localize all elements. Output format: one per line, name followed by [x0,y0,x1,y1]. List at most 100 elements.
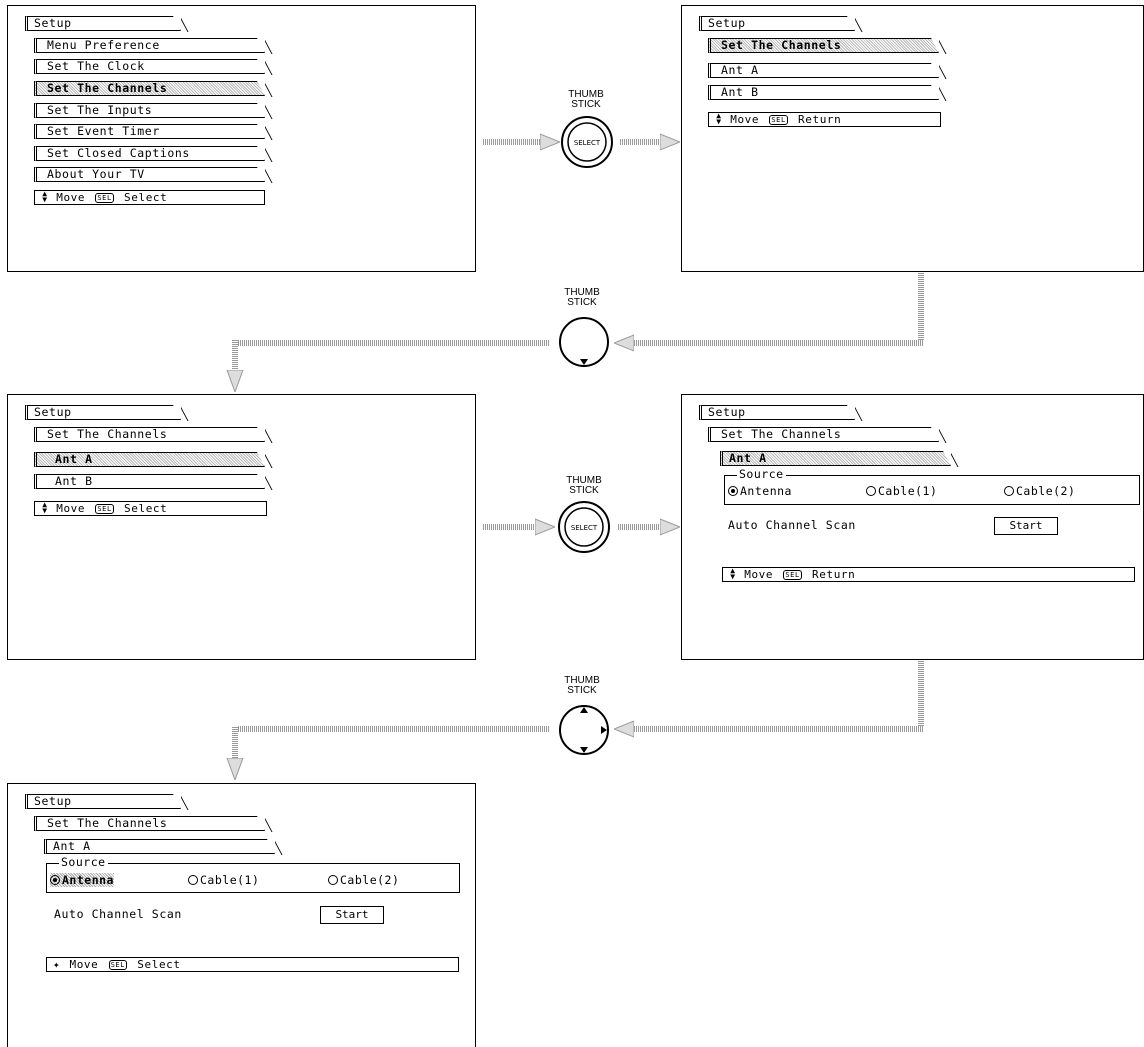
arrowhead-down-icon [226,758,244,780]
thumbstick-line2: STICK [569,485,599,496]
auto-channel-scan-label: Auto Channel Scan [728,518,856,532]
thumbstick-label: THUMB STICK [554,476,614,496]
menu-item-ant-b[interactable]: Ant B [708,85,939,100]
arrow-down-line-icon [232,726,238,764]
status-action: Return [812,568,856,581]
menu-item-set-the-inputs[interactable]: Set The Inputs [34,103,265,118]
source-label: Source [737,467,786,481]
menu-item-ant-b[interactable]: Ant B [34,474,265,489]
updown-icon: ▲▼ [42,189,48,204]
radio-label: Cable(2) [340,873,400,887]
menu-item-ant-a[interactable]: Ant A [708,63,939,78]
auto-channel-scan-label: Auto Channel Scan [54,907,182,921]
thumbstick-select-icon[interactable]: SELECT [560,115,614,169]
select-text: SELECT [574,139,601,147]
status-move: Move [69,958,99,971]
menu-item-ant-a[interactable]: Ant A [720,451,951,466]
screen-set-the-channels-ant: Setup Set The Channels Ant A Ant B ▲▼ Mo… [7,394,476,660]
arrowhead-left-icon [614,334,634,352]
menu-item-about-your-tv[interactable]: About Your TV [34,167,265,182]
thumbstick-label: THUMB STICK [552,676,612,696]
menu-item-set-the-channels[interactable]: Set The Channels [708,427,939,442]
menu-item-menu-preference[interactable]: Menu Preference [34,38,265,53]
menu-item-set-closed-captions[interactable]: Set Closed Captions [34,146,265,161]
radio-label: Antenna [62,873,114,887]
menu-item-set-event-timer[interactable]: Set Event Timer [34,124,265,139]
sel-key-icon: SEL [769,115,788,125]
status-action: Select [124,191,168,204]
radio-cable2[interactable]: Cable(2) [328,874,399,887]
radio-label: Antenna [740,484,792,498]
status-move: Move [730,113,760,126]
radio-antenna-highlight: Antenna [50,873,114,887]
thumbstick-label: THUMB STICK [552,288,612,308]
sel-key-icon: SEL [95,193,114,203]
arrow-left-line-icon [232,340,550,346]
arrow-down-line-icon [918,660,924,730]
radio-off-icon [328,875,338,885]
sel-key-icon: SEL [783,570,802,580]
arrow-left-line-icon [632,726,924,732]
sel-key-icon: SEL [108,960,128,970]
thumbstick-line2: STICK [567,685,597,696]
arrow-right-icon [483,139,551,145]
status-bar: ✦ Move SEL Select [46,957,459,972]
thumbstick-down-icon[interactable] [557,314,611,370]
thumbstick-line1: THUMB [568,89,604,100]
setup-title: Setup [699,405,855,420]
menu-item-set-the-channels[interactable]: Set The Channels [708,38,939,53]
menu-item-set-the-channels[interactable]: Set The Channels [34,816,265,831]
updown-icon: ▲▼ [716,111,722,126]
status-action: Select [137,958,181,971]
source-label: Source [59,855,108,869]
arrow-right-icon [618,524,668,530]
radio-on-icon [50,875,60,885]
status-bar: ▲▼ Move SEL Select [34,190,265,205]
radio-cable1[interactable]: Cable(1) [188,874,259,887]
status-move: Move [744,568,774,581]
menu-item-set-the-channels[interactable]: Set The Channels [34,81,265,96]
arrow-down-line-icon [918,272,924,344]
radio-label: Cable(1) [878,484,938,498]
setup-title: Setup [699,16,855,31]
radio-cable1[interactable]: Cable(1) [866,485,937,498]
thumbstick-line1: THUMB [564,287,600,298]
status-bar: ▲▼ Move SEL Return [722,567,1135,582]
radio-antenna[interactable]: Antenna [50,873,114,887]
radio-off-icon [188,875,198,885]
thumbstick-line1: THUMB [566,475,602,486]
thumbstick-select-icon[interactable]: SELECT [557,500,611,554]
sel-key-icon: SEL [95,504,114,514]
menu-item-ant-a[interactable]: Ant A [34,452,265,467]
thumbstick-line1: THUMB [564,675,600,686]
radio-label: Cable(1) [200,873,260,887]
arrowhead-right-icon [660,518,680,536]
source-group: Source [724,468,1140,505]
four-way-icon: ✦ [53,958,61,971]
screen-setup-menu: Setup Menu Preference Set The Clock Set … [7,5,476,272]
menu-item-set-the-clock[interactable]: Set The Clock [34,59,265,74]
radio-cable2[interactable]: Cable(2) [1004,485,1075,498]
screen-ant-a-source: Setup Set The Channels Ant A Source Ante… [681,394,1144,660]
radio-on-icon [728,486,738,496]
start-button[interactable]: Start [320,906,384,924]
start-button[interactable]: Start [994,517,1058,535]
arrow-right-icon [620,139,668,145]
radio-antenna[interactable]: Antenna [728,485,792,498]
arrow-left-line-icon [232,726,550,732]
status-bar: ▲▼ Move SEL Select [34,501,267,516]
arrowhead-right-icon [535,518,555,536]
setup-title: Setup [25,794,181,809]
arrowhead-right-icon [540,133,560,151]
radio-label: Cable(2) [1016,484,1076,498]
setup-title: Setup [25,16,181,31]
menu-item-ant-a[interactable]: Ant A [44,839,275,854]
thumbstick-line2: STICK [567,297,597,308]
arrow-down-line-icon [232,340,238,375]
thumbstick-label: THUMB STICK [556,90,616,110]
menu-item-set-the-channels[interactable]: Set The Channels [34,427,265,442]
radio-off-icon [866,486,876,496]
thumbstick-line2: STICK [571,99,601,110]
thumbstick-fourway-icon[interactable] [557,702,611,758]
status-bar: ▲▼ Move SEL Return [708,112,941,127]
